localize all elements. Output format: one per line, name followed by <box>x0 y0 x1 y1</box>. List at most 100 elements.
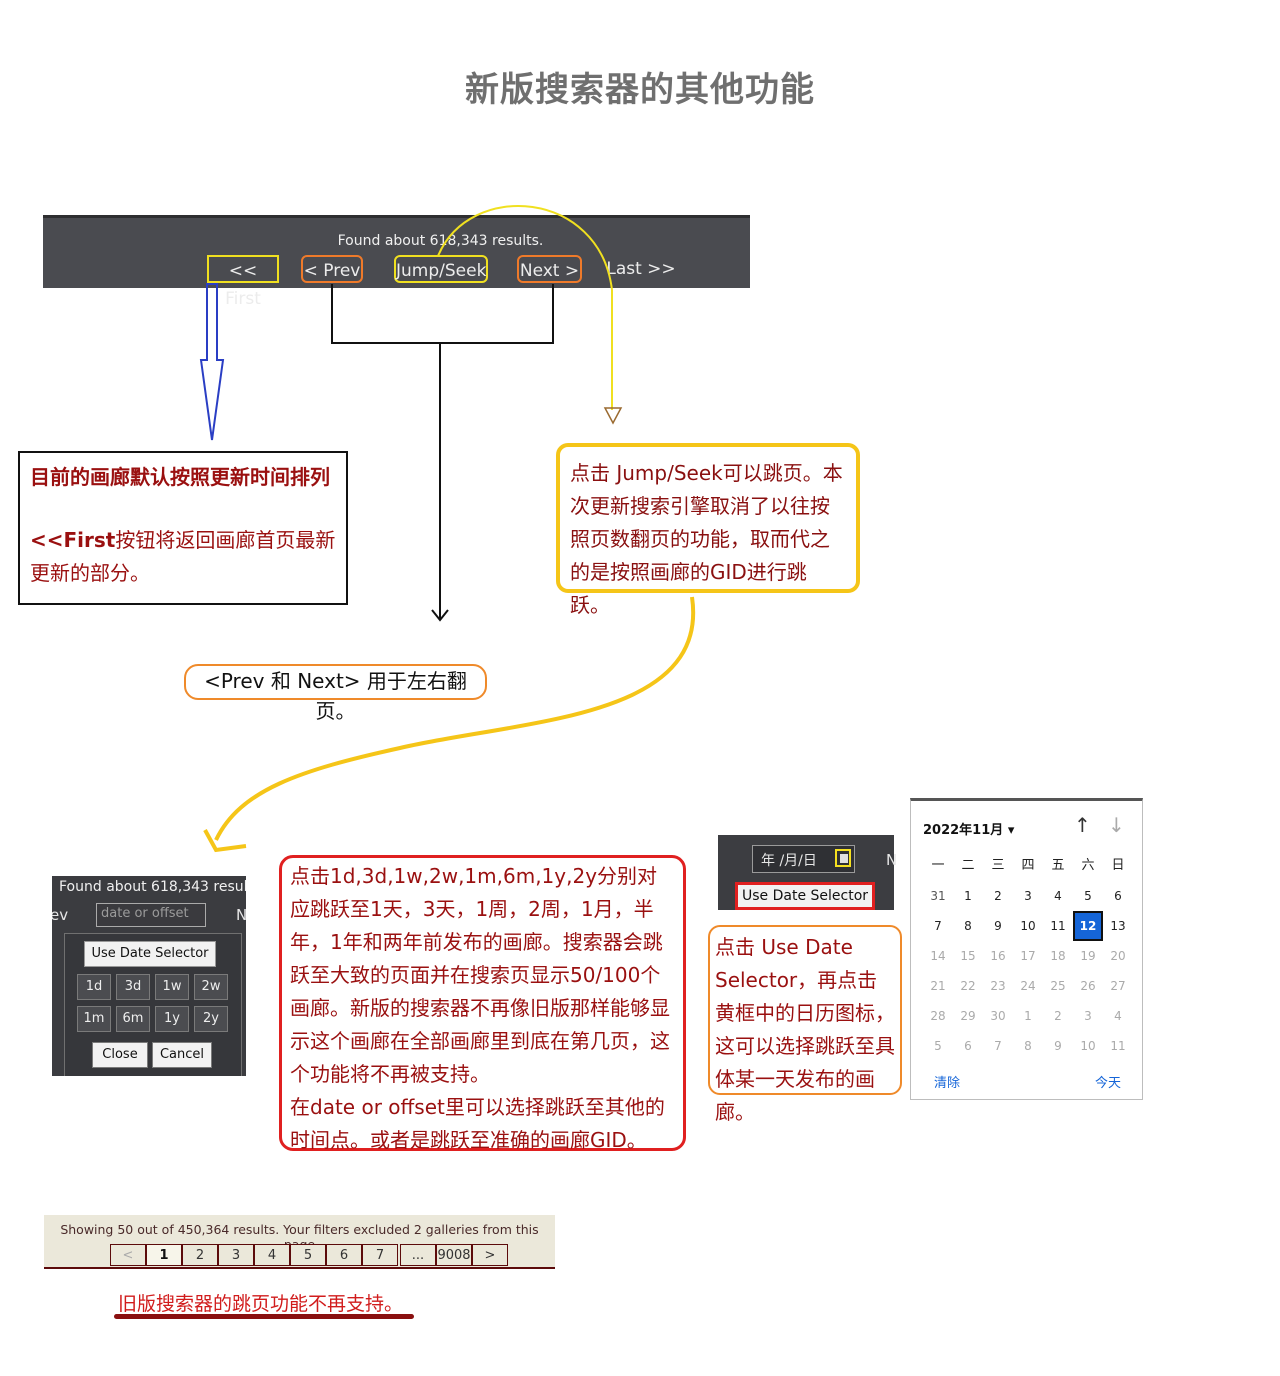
calendar-day[interactable]: 24 <box>1020 979 1036 993</box>
old-note: 旧版搜索器的跳页功能不再支持。 <box>118 1293 404 1315</box>
shortcut-curve <box>214 596 696 841</box>
shortcut-6m-button[interactable]: 6m <box>116 1006 150 1032</box>
shortcut-1y-button[interactable]: 1y <box>155 1006 189 1032</box>
calendar-day[interactable]: 2 <box>1054 1009 1062 1023</box>
old-page-cell[interactable]: > <box>472 1244 508 1266</box>
calendar-day[interactable]: 2 <box>994 889 1002 903</box>
date-offset-input[interactable]: date or offset <box>96 903 206 927</box>
prev-page-button[interactable]: < Prev <box>301 255 363 283</box>
calendar-day[interactable]: 25 <box>1050 979 1066 993</box>
calendar-day[interactable]: 10 <box>1020 919 1036 933</box>
shortcut-2w-button[interactable]: 2w <box>194 974 228 1000</box>
calendar-day[interactable]: 18 <box>1050 949 1066 963</box>
calendar-day[interactable]: 12 <box>1073 911 1103 941</box>
calendar-day[interactable]: 7 <box>934 919 942 933</box>
panel-next-fragment[interactable]: N <box>236 906 246 924</box>
calendar-today-button[interactable]: 今天 <box>1095 1076 1122 1091</box>
calendar-day[interactable]: 3 <box>1084 1009 1092 1023</box>
shortcut-2y-button[interactable]: 2y <box>194 1006 228 1032</box>
calendar-month-label: 2022年11月 <box>923 823 1004 838</box>
old-page-cell[interactable]: < <box>110 1244 146 1266</box>
calendar-weekday: 二 <box>961 858 975 873</box>
calendar-day[interactable]: 21 <box>930 979 946 993</box>
panel-prev-fragment[interactable]: ev <box>52 906 69 924</box>
old-page-cell[interactable]: 9008 <box>436 1244 472 1266</box>
first-page-button[interactable]: << First <box>207 255 279 309</box>
calendar-day[interactable]: 8 <box>964 919 972 933</box>
calendar-day[interactable]: 26 <box>1080 979 1096 993</box>
date-shortcut-panel: Found about 618,343 results. ev N date o… <box>52 876 246 1076</box>
date-input-value: 年 /月/日 <box>761 853 817 869</box>
calendar-day[interactable]: 13 <box>1110 919 1126 933</box>
first-arrow-icon <box>199 283 225 441</box>
calendar-day[interactable]: 30 <box>990 1009 1006 1023</box>
calendar-day[interactable]: 11 <box>1110 1039 1126 1053</box>
calendar-day[interactable]: 9 <box>1054 1039 1062 1053</box>
calendar-day[interactable]: 1 <box>964 889 972 903</box>
note-first-bold: <<First <box>30 528 116 552</box>
calendar-day[interactable]: 28 <box>930 1009 946 1023</box>
arrow-down-icon[interactable]: ↓ <box>1108 813 1125 837</box>
calendar-day[interactable]: 14 <box>930 949 946 963</box>
old-page-cell[interactable]: 3 <box>218 1244 254 1266</box>
use-date-selector-button-2[interactable]: Use Date Selector <box>735 882 875 910</box>
calendar-day[interactable]: 6 <box>1114 889 1122 903</box>
calendar-day[interactable]: 7 <box>994 1039 1002 1053</box>
calendar-day[interactable]: 15 <box>960 949 976 963</box>
calendar-day[interactable]: 10 <box>1080 1039 1096 1053</box>
calendar-day[interactable]: 9 <box>994 919 1002 933</box>
old-page-cell[interactable]: ... <box>400 1244 436 1266</box>
shortcut-1d-button[interactable]: 1d <box>77 974 111 1000</box>
close-button[interactable]: Close <box>92 1042 148 1068</box>
note-first-headline: 目前的画廊默认按照更新时间排列 <box>30 465 330 489</box>
old-page-cell[interactable]: 6 <box>326 1244 362 1266</box>
calendar-day[interactable]: 17 <box>1020 949 1036 963</box>
calendar-icon[interactable] <box>835 849 851 867</box>
calendar-day[interactable]: 16 <box>990 949 1006 963</box>
calendar-month-select[interactable]: 2022年11月 ▾ <box>923 819 1014 838</box>
old-page-cell[interactable]: 4 <box>254 1244 290 1266</box>
calendar-day[interactable]: 5 <box>934 1039 942 1053</box>
calendar-day[interactable]: 1 <box>1024 1009 1032 1023</box>
calendar-clear-button[interactable]: 清除 <box>934 1076 961 1091</box>
note-shortcuts-text: 点击1d,3d,1w,2w,1m,6m,1y,2y分别对应跳跃至1天，3天，1周… <box>290 864 670 1086</box>
old-page-cell[interactable]: 1 <box>146 1244 182 1266</box>
calendar-day[interactable]: 27 <box>1110 979 1126 993</box>
last-page-button[interactable]: Last >> <box>606 259 676 279</box>
calendar-day[interactable]: 5 <box>1084 889 1092 903</box>
calendar-day[interactable]: 11 <box>1050 919 1066 933</box>
jump-popup: Use Date Selector 1d 3d 1w 2w 1m 6m 1y 2… <box>64 933 242 1076</box>
calendar-day[interactable]: 8 <box>1024 1039 1032 1053</box>
use-date-selector-button[interactable]: Use Date Selector <box>84 941 216 967</box>
calendar-day[interactable]: 23 <box>990 979 1006 993</box>
date-next-fragment[interactable]: N <box>886 851 898 869</box>
old-page-cell[interactable]: 7 <box>362 1244 398 1266</box>
calendar-day[interactable]: 31 <box>930 889 946 903</box>
calendar-weekday: 五 <box>1051 858 1065 873</box>
old-page-cell[interactable]: 2 <box>182 1244 218 1266</box>
calendar-day[interactable]: 4 <box>1054 889 1062 903</box>
calendar-weekday: 三 <box>991 858 1005 873</box>
calendar-day[interactable]: 19 <box>1080 949 1096 963</box>
calendar-weekday: 四 <box>1021 858 1035 873</box>
note-date-selector: 点击 Use Date Selector，再点击黄框中的日历图标，这可以选择跳跃… <box>708 925 902 1124</box>
old-note-underline <box>114 1314 414 1319</box>
note-first: 目前的画廊默认按照更新时间排列 <<First按钮将返回画廊首页最新更新的部分。 <box>18 451 348 605</box>
cancel-button[interactable]: Cancel <box>152 1042 212 1068</box>
panel-results-count: Found about 618,343 results. <box>59 879 246 895</box>
arrow-up-icon[interactable]: ↑ <box>1074 813 1091 837</box>
shortcut-3d-button[interactable]: 3d <box>116 974 150 1000</box>
shortcut-1w-button[interactable]: 1w <box>155 974 189 1000</box>
next-page-button[interactable]: Next > <box>517 255 582 283</box>
calendar-day[interactable]: 29 <box>960 1009 976 1023</box>
calendar-day[interactable]: 6 <box>964 1039 972 1053</box>
calendar-day[interactable]: 20 <box>1110 949 1126 963</box>
jump-seek-button[interactable]: Jump/Seek <box>394 255 488 283</box>
calendar-day[interactable]: 4 <box>1114 1009 1122 1023</box>
old-page-cell[interactable]: 5 <box>290 1244 326 1266</box>
shortcut-arrow-icon <box>203 829 247 853</box>
shortcut-1m-button[interactable]: 1m <box>77 1006 111 1032</box>
calendar-day[interactable]: 22 <box>960 979 976 993</box>
calendar-day[interactable]: 3 <box>1024 889 1032 903</box>
